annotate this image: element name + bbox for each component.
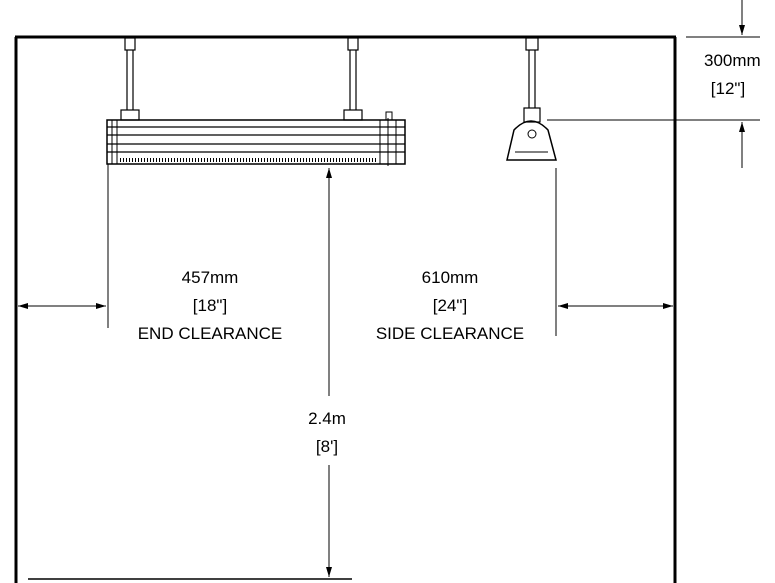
heater-side-view	[506, 37, 557, 161]
ceiling-offset-dimension: 300mm [12"]	[547, 0, 761, 168]
mount-height-dimension: 2.4m [8']	[308, 168, 346, 577]
heater-front-view	[106, 37, 406, 166]
end-clearance-metric: 457mm	[182, 268, 239, 287]
ceiling-offset-metric: 300mm	[704, 51, 761, 70]
end-clearance-imperial: [18"]	[193, 296, 227, 315]
side-clearance-label: SIDE CLEARANCE	[376, 324, 524, 343]
end-clearance-label: END CLEARANCE	[138, 324, 283, 343]
ceiling-offset-imperial: [12"]	[711, 79, 745, 98]
end-clearance-dimension: 457mm [18"] END CLEARANCE	[18, 164, 282, 343]
ceiling-mount-right	[343, 37, 363, 121]
mount-height-imperial: [8']	[316, 437, 338, 456]
heater-end-profile	[506, 120, 557, 161]
side-clearance-dimension: 610mm [24"] SIDE CLEARANCE	[376, 168, 673, 343]
heater-body	[106, 111, 406, 166]
ceiling-mount-left	[120, 37, 140, 121]
side-clearance-metric: 610mm	[422, 268, 479, 287]
room-outline	[14, 35, 677, 583]
side-clearance-imperial: [24"]	[433, 296, 467, 315]
mount-height-metric: 2.4m	[308, 409, 346, 428]
